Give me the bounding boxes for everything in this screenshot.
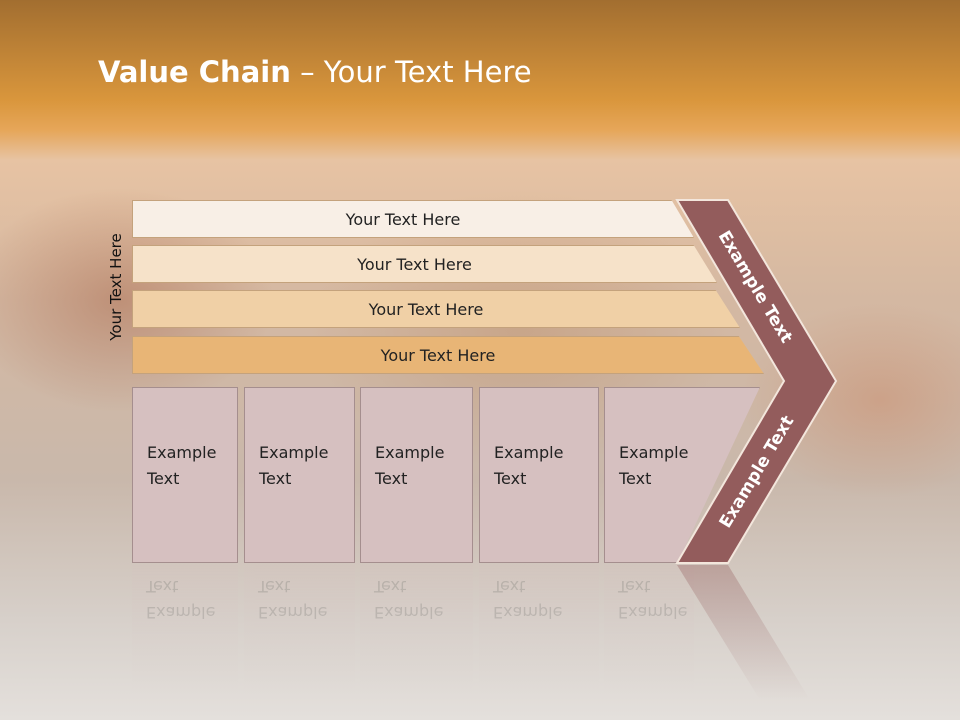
column-1-line1: Example [147, 443, 217, 462]
bar-4: Your Text Here [132, 336, 764, 374]
chevron-arrow-shape [675, 199, 838, 564]
column-3-line1: Example [375, 443, 445, 462]
column-3: Example Text [360, 387, 473, 563]
bar-3: Your Text Here [132, 290, 740, 328]
column-3-line2: Text [375, 469, 408, 488]
column-5-line2: Text [619, 469, 652, 488]
bar-2: Your Text Here [132, 245, 717, 283]
column-4-line1: Example [494, 443, 564, 462]
column-1-line2: Text [147, 469, 180, 488]
column-4-line2: Text [494, 469, 527, 488]
chevron-reflection [677, 565, 810, 700]
title-rest: – Your Text Here [290, 55, 532, 89]
column-1: Example Text [132, 387, 238, 563]
column-2: Example Text [244, 387, 355, 563]
slide-title: Value Chain – Your Text Here [98, 55, 532, 89]
column-2-line1: Example [259, 443, 329, 462]
title-bold: Value Chain [98, 55, 291, 89]
bar-1-label: Your Text Here [345, 209, 461, 229]
column-2-line2: Text [259, 469, 292, 488]
bar-2-label: Your Text Here [357, 254, 472, 274]
bar-4-label: Your Text Here [380, 345, 496, 365]
column-4: Example Text [479, 387, 599, 563]
bar-3-label: Your Text Here [368, 299, 484, 319]
column-5-line1: Example [619, 443, 689, 462]
